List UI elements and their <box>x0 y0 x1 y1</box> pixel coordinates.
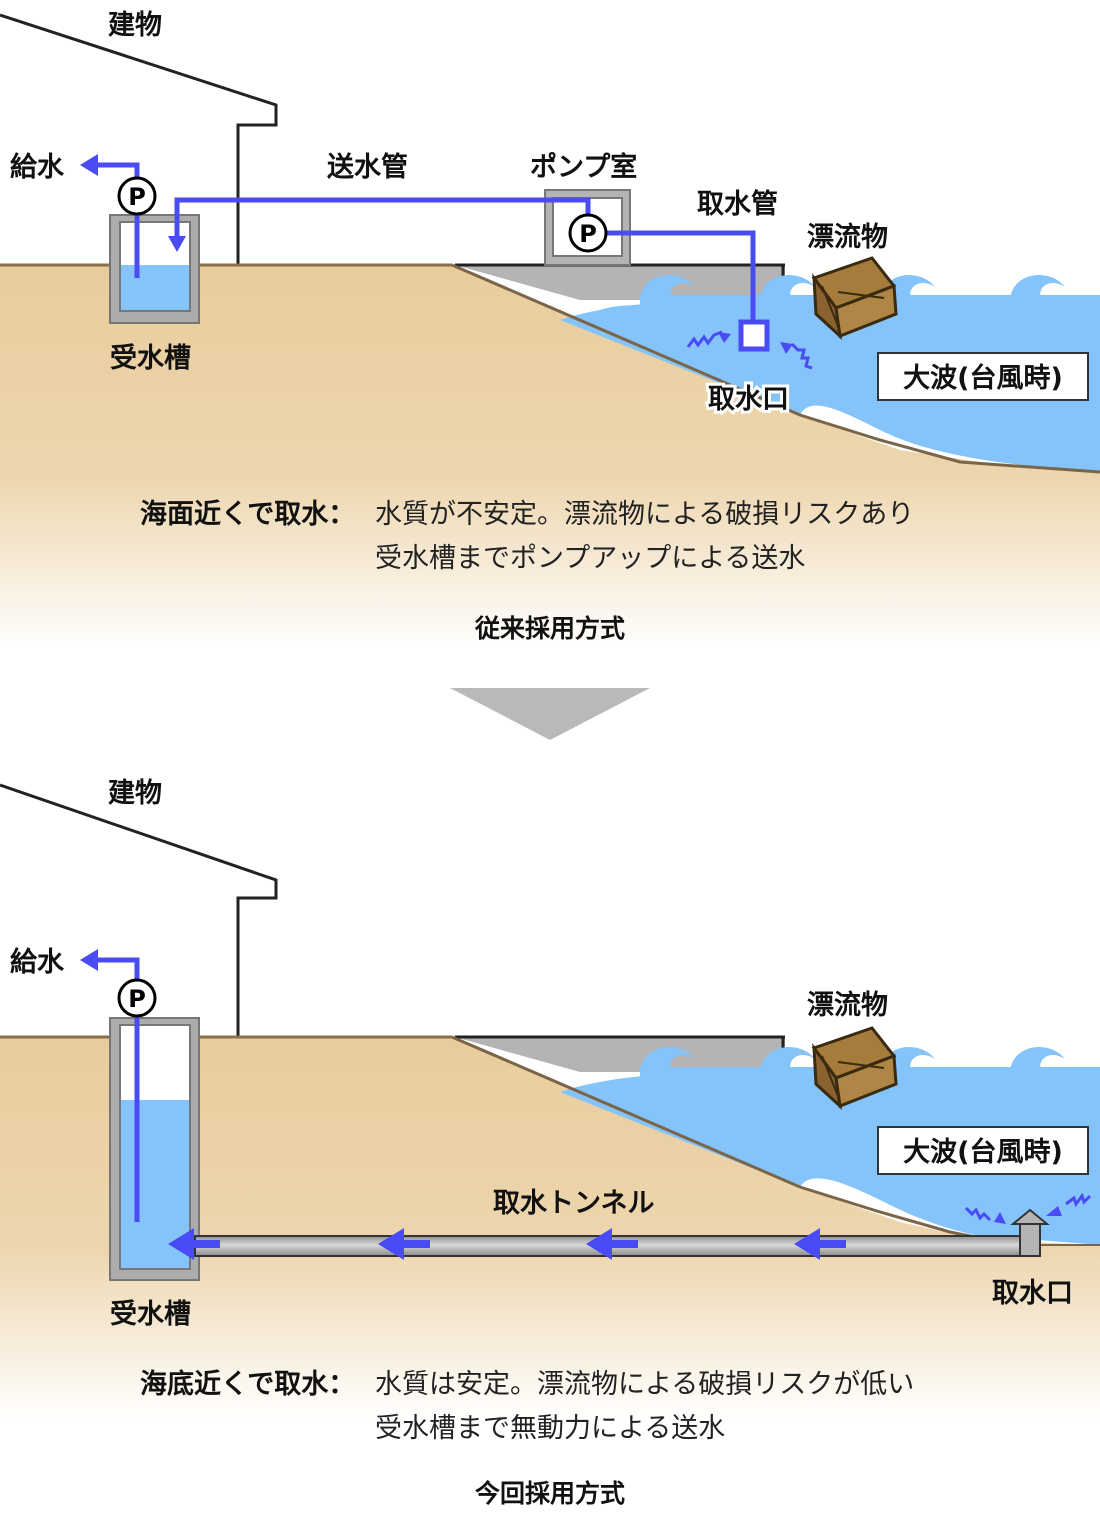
supply-label: 給水 <box>10 946 65 978</box>
ground <box>0 1037 1100 1420</box>
intake-label: 取水口 <box>708 384 789 415</box>
building-outline <box>0 783 278 1037</box>
receiving-tank <box>109 214 200 324</box>
delivery-pipe <box>80 154 756 322</box>
pump-room-label: ポンプ室 <box>530 151 637 183</box>
flow-arrow-icon <box>378 1228 430 1260</box>
supply-label: 給水 <box>10 151 65 183</box>
panel-new: P 大波(台風時) 建物 給水 漂流物 取水トンネル 受水槽 取水口 海底近くで… <box>0 778 1100 1508</box>
description-line: 受水槽までポンプアップによる送水 <box>375 543 805 574</box>
intake-box <box>738 319 770 352</box>
description-line: 水質が不安定。漂流物による破損リスクあり <box>375 499 914 530</box>
description-line: 受水槽まで無動力による送水 <box>375 1413 725 1444</box>
panel-conventional: P P 大波(台風時) 建物 給水 送水管 ポンプ室 取水管 漂流物 受水槽 取… <box>0 10 1100 650</box>
intake-label: 取水口 <box>992 1278 1073 1309</box>
big-waves-label: 大波(台風時) <box>903 1136 1063 1168</box>
pump-icon: P <box>568 213 608 253</box>
description-heading: 海面近くで取水： <box>140 499 355 530</box>
big-waves-label: 大波(台風時) <box>903 362 1063 394</box>
inflow-arrow-icon <box>964 1206 992 1222</box>
sea-wall <box>455 1037 785 1072</box>
tank-label: 受水槽 <box>110 342 191 374</box>
pump-label: P <box>579 220 597 248</box>
building-label: 建物 <box>108 10 162 41</box>
building-label: 建物 <box>108 778 162 809</box>
inflow-arrow-icon <box>686 330 723 348</box>
pump-icon: P <box>117 978 157 1018</box>
tunnel-label: 取水トンネル <box>493 1188 654 1219</box>
inflow-arrow-icon <box>790 342 813 370</box>
sea <box>560 1072 1100 1245</box>
flow-arrow-icon <box>794 1228 846 1260</box>
big-waves-box <box>877 1126 1089 1175</box>
pump-label: P <box>128 985 146 1013</box>
intake-pipe-label: 取水管 <box>697 189 778 220</box>
building-outline <box>0 13 278 265</box>
flow-arrows <box>168 1228 846 1260</box>
pump-icon: P <box>117 176 157 216</box>
inflow-arrow-icon <box>1065 1192 1092 1208</box>
tank-label: 受水槽 <box>110 1298 191 1330</box>
transition-arrow-icon <box>450 688 650 740</box>
description-heading: 海底近くで取水： <box>140 1368 355 1400</box>
sea-wall <box>455 265 785 300</box>
flow-arrow-icon <box>586 1228 638 1260</box>
pump-label: P <box>128 183 146 211</box>
delivery-pipe-label: 送水管 <box>327 152 408 183</box>
flow-arrow-icon <box>168 1228 220 1260</box>
caption-conventional: 従来採用方式 <box>474 614 625 643</box>
debris-label: 漂流物 <box>807 990 888 1021</box>
ground <box>0 265 1100 650</box>
description-line: 水質は安定。漂流物による破損リスクが低い <box>375 1369 914 1400</box>
big-waves-box <box>877 352 1089 401</box>
caption-new: 今回採用方式 <box>475 1479 625 1508</box>
debris-label: 漂流物 <box>807 222 888 253</box>
